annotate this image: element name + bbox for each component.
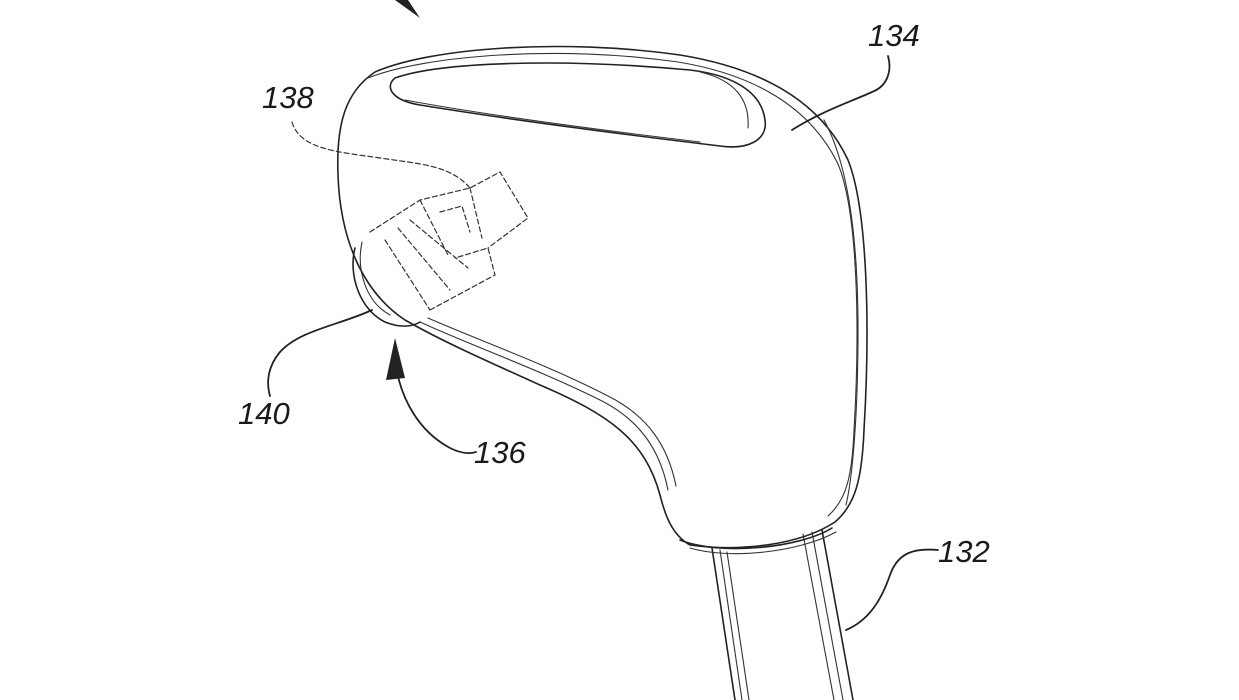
leader-134 xyxy=(791,55,891,131)
label-132: 132 xyxy=(938,534,990,569)
release-button xyxy=(352,241,421,327)
arrow-136 xyxy=(386,338,477,455)
shift-knob xyxy=(336,45,868,555)
hidden-sensor xyxy=(369,171,529,311)
label-140: 140 xyxy=(238,396,290,431)
label-136: 136 xyxy=(474,435,526,470)
top-arrow xyxy=(395,0,420,18)
label-134: 134 xyxy=(868,18,920,53)
leader-138 xyxy=(291,121,471,189)
leader-132 xyxy=(845,548,939,631)
leader-140 xyxy=(267,309,373,397)
shift-shaft xyxy=(711,529,854,700)
label-138: 138 xyxy=(262,80,314,115)
